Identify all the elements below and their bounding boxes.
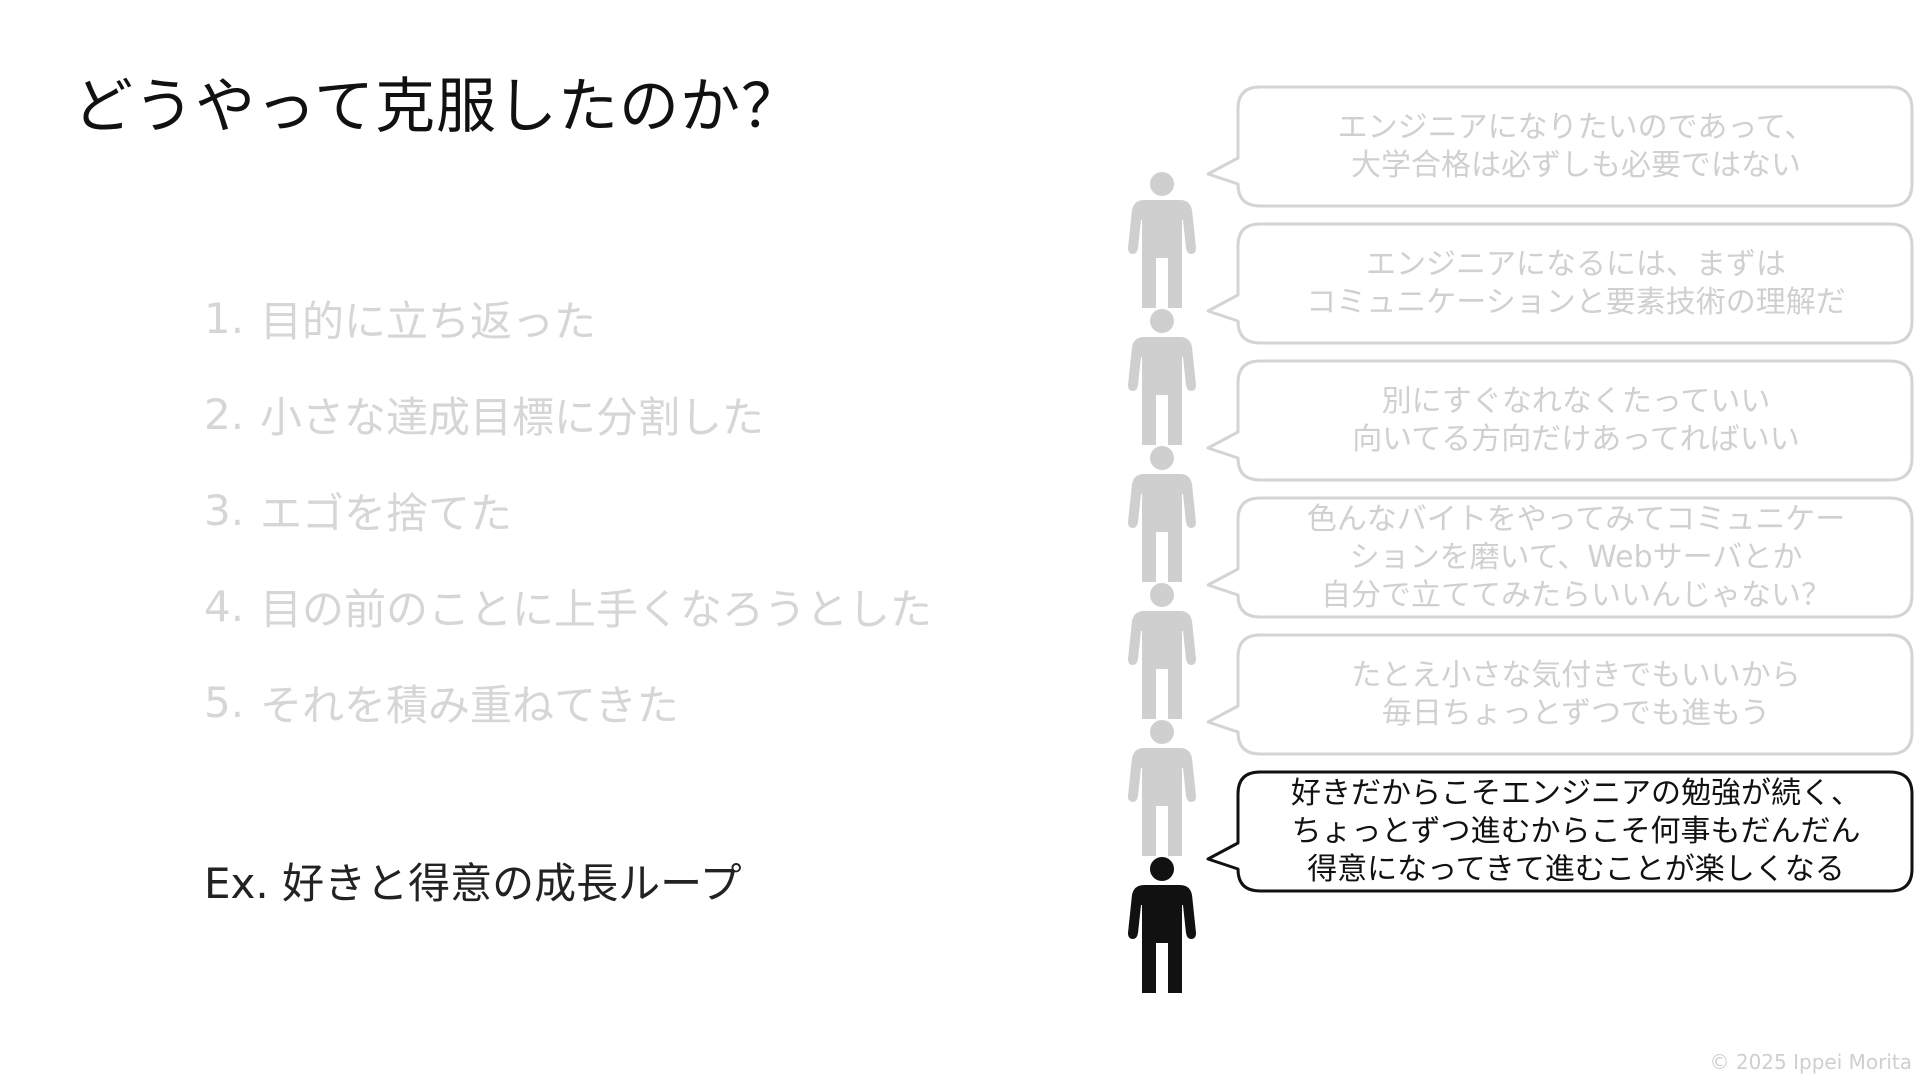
bubble-line: 色んなバイトをやってみてコミュニケー <box>1306 501 1846 537</box>
step-item: 5. それを積み重ねてきた <box>204 654 932 750</box>
bubble-line: ちょっとずつ進むからこそ何事もだんだん <box>1291 813 1861 849</box>
bubble-text: 別にすぐなれなくたっていい向いてる方向だけあってればいい <box>1240 383 1912 459</box>
bubble-text: エンジニアになりたいのであって、大学合格は必ずしも必要ではない <box>1240 109 1912 185</box>
speech-bubble <box>1206 85 1914 208</box>
step-number: 1. <box>204 293 245 343</box>
step-item: 1. 目的に立ち返った <box>204 270 932 366</box>
step-number: 5. <box>204 677 245 727</box>
bubble-line: たとえ小さな気付きでもいいから <box>1351 657 1801 693</box>
person-icon <box>1128 857 1196 993</box>
bubble-line: 得意になってきて進むことが楽しくなる <box>1307 851 1845 887</box>
step-item: 4. 目の前のことに上手くなろうとした <box>204 558 932 654</box>
person-icon <box>1128 172 1196 308</box>
bubble-text: たとえ小さな気付きでもいいから毎日ちょっとずつでも進もう <box>1240 657 1912 733</box>
slide-title: どうやって克服したのか？ <box>73 72 802 142</box>
copyright: © 2025 Ippei Morita <box>1709 1050 1913 1074</box>
step-item: 2. 小さな達成目標に分割した <box>204 366 932 462</box>
steps-list: 1. 目的に立ち返った 2. 小さな達成目標に分割した 3. エゴを捨てた 4.… <box>204 270 932 750</box>
bubble-line: 別にすぐなれなくたっていい <box>1381 383 1771 419</box>
bubble-line: 毎日ちょっとずつでも進もう <box>1381 695 1771 731</box>
bubble-line: 大学合格は必ずしも必要ではない <box>1351 147 1801 183</box>
speech-bubble-active <box>1206 770 1914 893</box>
bubble-line: エンジニアになりたいのであって、 <box>1337 109 1815 145</box>
bubble-text: エンジニアになるには、まずはコミュニケーションと要素技術の理解だ <box>1240 246 1912 322</box>
bubble-line: 自分で立ててみたらいいんじゃない？ <box>1321 577 1831 613</box>
step-text: それを積み重ねてきた <box>260 680 679 730</box>
step-item: 3. エゴを捨てた <box>204 462 932 558</box>
bubble-line: エンジニアになるには、まずは <box>1366 246 1786 282</box>
bubble-line: ションを磨いて、Webサーバとか <box>1349 539 1803 575</box>
person-icon <box>1128 446 1196 582</box>
speech-bubble <box>1206 222 1914 345</box>
step-text: 目的に立ち返った <box>260 296 597 346</box>
speech-bubble <box>1206 496 1914 619</box>
step-text: 目の前のことに上手くなろうとした <box>260 584 933 634</box>
person-icon <box>1128 309 1196 445</box>
bubble-line: 向いてる方向だけあってればいい <box>1352 421 1800 457</box>
bubble-text: 好きだからこそエンジニアの勉強が続く、ちょっとずつ進むからこそ何事もだんだん得意… <box>1240 775 1912 889</box>
step-number: 2. <box>204 389 245 439</box>
people-column <box>1126 170 1198 1000</box>
speech-bubbles: エンジニアになりたいのであって、大学合格は必ずしも必要ではないエンジニアになるに… <box>1200 84 1920 904</box>
bubble-text: 色んなバイトをやってみてコミュニケーションを磨いて、Webサーバとか自分で立てて… <box>1240 501 1912 615</box>
step-text: エゴを捨てた <box>260 488 513 538</box>
step-number: 3. <box>204 485 245 535</box>
example-label: Ex. 好きと得意の成長ループ <box>204 859 742 908</box>
step-number: 4. <box>204 581 245 631</box>
bubble-line: 好きだからこそエンジニアの勉強が続く、 <box>1291 775 1861 811</box>
person-icon <box>1128 583 1196 719</box>
bubble-line: コミュニケーションと要素技術の理解だ <box>1306 284 1846 320</box>
speech-bubble <box>1206 633 1914 756</box>
step-text: 小さな達成目標に分割した <box>260 392 765 442</box>
speech-bubble <box>1206 359 1914 482</box>
person-icon <box>1128 720 1196 856</box>
